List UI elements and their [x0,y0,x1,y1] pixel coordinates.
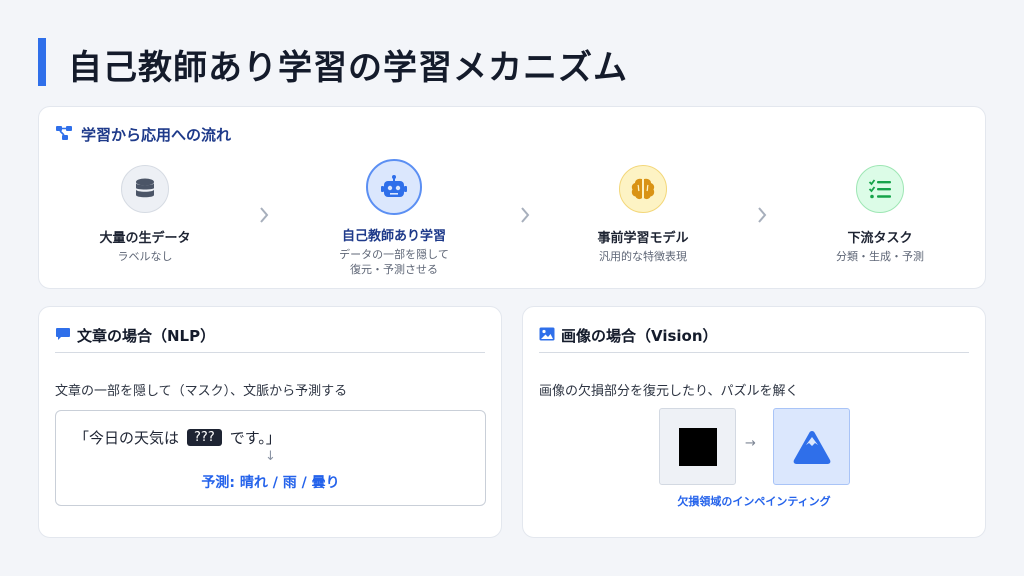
vision-card: 画像の場合（Vision） 画像の欠損部分を復元したり、パズルを解く → 欠損領… [522,306,986,538]
inpainting-caption: 欠損領域のインペインティング [677,495,831,508]
nlp-title: 文章の場合（NLP） [55,325,215,346]
nlp-title-text: 文章の場合（NLP） [77,327,216,345]
flow-card: 学習から応用への流れ 大量の生データ ラベルなし 自己教師あり学習 データの一部… [38,106,986,289]
database-icon [121,165,169,213]
sentence-before: 「今日の天気は [74,429,180,447]
flow-step-downstream-tasks: 下流タスク 分類・生成・予測 [780,165,980,264]
step-sub: ラベルなし [117,250,173,263]
task-list-icon [856,165,904,213]
sentence-after: です。」 [229,429,281,447]
arrow-right-icon: → [745,436,756,451]
masked-sentence: 「今日の天気は ??? です。」 [74,427,281,448]
nlp-description: 文章の一部を隠して（マスク）、文脈から予測する [55,384,348,399]
divider [539,352,969,353]
divider [55,352,485,353]
flow-heading-text: 学習から応用への流れ [81,126,232,144]
vision-title-text: 画像の場合（Vision） [561,327,718,345]
page-title: 自己教師あり学習の学習メカニズム [68,48,628,88]
restored-image-tile [773,408,850,485]
image-icon [539,327,555,345]
flow-step-raw-data: 大量の生データ ラベルなし [45,165,245,264]
step-sub: 汎用的な特徴表現 [599,250,687,263]
mountain-icon [793,430,830,464]
masked-region [678,427,717,466]
vision-title: 画像の場合（Vision） [539,325,718,346]
flow-step-self-supervised: 自己教師あり学習 データの一部を隠して 復元・予測させる [294,159,494,277]
chevron-right-icon [758,207,767,223]
nlp-example-box: 「今日の天気は ??? です。」 ↓ 予測: 晴れ / 雨 / 曇り [55,410,486,506]
chat-bubble-icon [55,326,71,346]
step-label: 大量の生データ [99,231,191,246]
step-sub: 分類・生成・予測 [836,250,924,263]
robot-icon [366,159,422,215]
masked-image-tile [659,408,736,485]
nlp-card: 文章の場合（NLP） 文章の一部を隠して（マスク）、文脈から予測する 「今日の天… [38,306,502,538]
mask-token: ??? [187,429,222,446]
flow-step-pretrained-model: 事前学習モデル 汎用的な特徴表現 [543,165,743,264]
flow-diagram-icon [55,125,73,145]
vision-description: 画像の欠損部分を復元したり、パズルを解く [539,384,799,399]
step-sub: 復元・予測させる [350,263,438,276]
step-sub: データの一部を隠して [339,248,449,261]
arrow-down-icon: ↓ [265,449,276,464]
title-accent-bar [38,38,46,86]
prediction-text: 予測: 晴れ / 雨 / 曇り [201,475,340,491]
brain-icon [619,165,667,213]
step-label: 下流タスク [847,231,913,246]
step-label: 事前学習モデル [597,231,689,246]
chevron-right-icon [260,207,269,223]
step-label: 自己教師あり学習 [341,229,446,244]
chevron-right-icon [521,207,530,223]
flow-heading: 学習から応用への流れ [55,124,231,145]
